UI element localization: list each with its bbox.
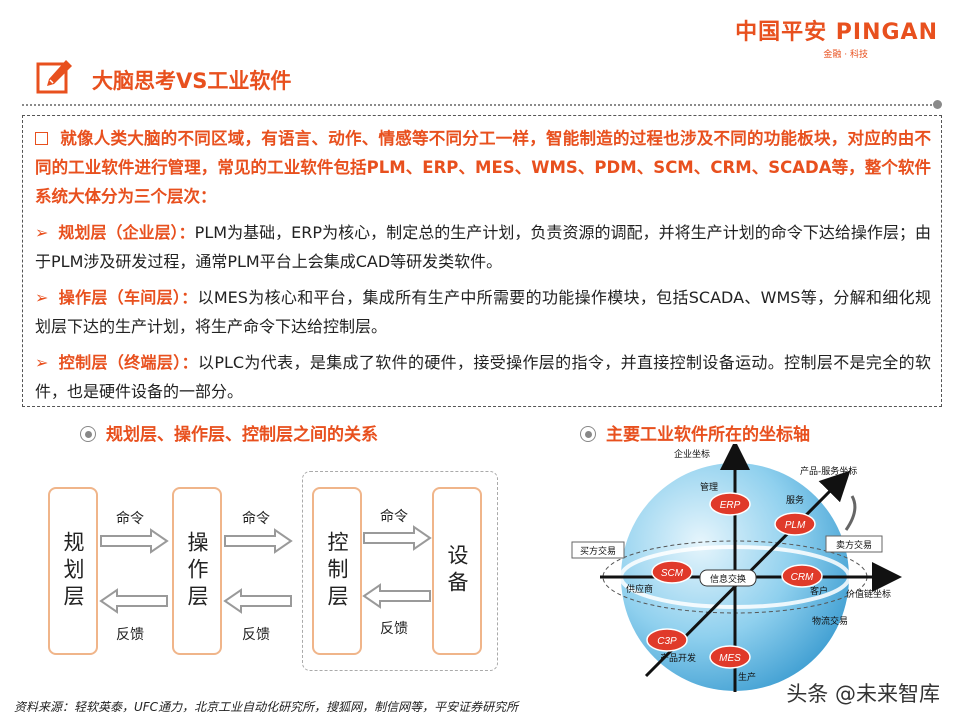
seller-trade-label: 卖方交易 bbox=[836, 539, 872, 551]
command-label: 命令 bbox=[116, 511, 144, 527]
arrow-bullet-icon: ➢ bbox=[35, 288, 49, 307]
control-device-group bbox=[302, 471, 498, 671]
feedback-label: 反馈 bbox=[242, 627, 270, 643]
command-arrow-icon bbox=[224, 529, 292, 553]
svg-text:ERP: ERP bbox=[720, 500, 741, 511]
brand-logo: 中国平安 PINGAN 金融 · 科技 bbox=[735, 14, 938, 60]
circle-bullet-icon bbox=[580, 426, 596, 442]
layer-name: 规划层（企业层）： bbox=[58, 223, 195, 242]
box-label: 规划层 bbox=[61, 530, 85, 612]
edit-note-icon bbox=[36, 60, 72, 94]
production-label: 生产 bbox=[738, 671, 756, 683]
box-label: 操作层 bbox=[185, 530, 209, 612]
box-label: 控制层 bbox=[325, 530, 349, 612]
watermark: 头条 @未来智库 bbox=[786, 682, 940, 706]
customer-label: 客户 bbox=[810, 585, 828, 597]
layer-desc: 以PLC为代表，是集成了软件的硬件，接受操作层的指令，并直接控制设备运动。控制层… bbox=[35, 353, 931, 401]
right-section-title: 主要工业软件所在的坐标轴 bbox=[606, 425, 810, 445]
circle-bullet-icon bbox=[80, 426, 96, 442]
arrow-bullet-icon: ➢ bbox=[35, 223, 49, 242]
info-exchange-node bbox=[699, 569, 757, 587]
intro-paragraph: 就像人类大脑的不同区域，有语言、动作、情感等不同分工一样，智能制造的过程也涉及不… bbox=[35, 124, 931, 211]
svg-text:MES: MES bbox=[719, 653, 741, 664]
seller-trade-box bbox=[825, 535, 883, 553]
command-arrow-icon bbox=[100, 529, 168, 553]
feedback-arrow-icon bbox=[100, 589, 168, 613]
right-section-heading: 主要工业软件所在的坐标轴 bbox=[580, 420, 810, 445]
product-dev-label: 产品开发 bbox=[660, 652, 696, 664]
logistics-trade-label: 物流交易 bbox=[812, 615, 848, 627]
layer-name: 操作层（车间层）： bbox=[58, 288, 198, 307]
command-label: 命令 bbox=[380, 509, 408, 525]
buyer-trade-label: 买方交易 bbox=[580, 545, 616, 557]
node-PLM: PLM bbox=[774, 512, 816, 536]
buyer-trade-box bbox=[571, 541, 625, 559]
layer-name: 控制层（终端层）： bbox=[58, 353, 198, 372]
command-label: 命令 bbox=[242, 511, 270, 527]
svg-text:PLM: PLM bbox=[785, 520, 806, 531]
info-exchange-label: 信息交换 bbox=[710, 573, 746, 585]
logo-text: 中国平安 PINGAN bbox=[735, 20, 938, 45]
value-chain-axis-label: 价值链坐标 bbox=[846, 588, 891, 600]
svg-text:CRM: CRM bbox=[791, 572, 814, 583]
content-box: 就像人类大脑的不同区域，有语言、动作、情感等不同分工一样，智能制造的过程也涉及不… bbox=[22, 115, 942, 407]
node-CRM: CRM bbox=[781, 564, 823, 588]
feedback-arrow-icon bbox=[363, 584, 431, 608]
feedback-label: 反馈 bbox=[380, 621, 408, 637]
enterprise-axis-label: 企业坐标 bbox=[674, 448, 710, 460]
feedback-arrow-icon bbox=[224, 589, 292, 613]
box-label: 设备 bbox=[445, 544, 469, 598]
layer-item-operation: ➢ 操作层（车间层）：以MES为核心和平台，集成所有生产中所需要的功能操作模块，包… bbox=[35, 283, 931, 341]
left-section-title: 规划层、操作层、控制层之间的关系 bbox=[106, 425, 378, 445]
management-label: 管理 bbox=[700, 481, 718, 493]
left-section-heading: 规划层、操作层、控制层之间的关系 bbox=[80, 420, 378, 445]
device-box: 设备 bbox=[432, 487, 482, 655]
intro-text: 就像人类大脑的不同区域，有语言、动作、情感等不同分工一样，智能制造的过程也涉及不… bbox=[35, 129, 931, 206]
square-bullet-icon bbox=[35, 132, 48, 145]
supplier-label: 供应商 bbox=[626, 583, 653, 595]
svg-text:SCM: SCM bbox=[661, 568, 684, 579]
logo-subtext: 金融 · 科技 bbox=[823, 50, 868, 60]
divider-dot bbox=[933, 100, 942, 109]
service-label: 服务 bbox=[786, 494, 804, 506]
page-title: 大脑思考VS工业软件 bbox=[92, 69, 292, 93]
node-MES: MES bbox=[709, 645, 751, 669]
flow-arrows bbox=[100, 526, 431, 613]
operation-layer-box: 操作层 bbox=[172, 487, 222, 655]
node-SCM: SCM bbox=[651, 560, 693, 584]
title-divider bbox=[22, 104, 940, 106]
product-service-axis-label: 产品-服务坐标 bbox=[800, 465, 857, 477]
control-layer-box: 控制层 bbox=[312, 487, 362, 655]
svg-text:C3P: C3P bbox=[657, 636, 677, 647]
arrow-bullet-icon: ➢ bbox=[35, 353, 49, 372]
layer-desc: PLM为基础，ERP为核心，制定总的生产计划，负责资源的调配，并将生产计划的命令… bbox=[35, 223, 931, 271]
layer-desc: 以MES为核心和平台，集成所有生产中所需要的功能操作模块，包括SCADA、WMS… bbox=[35, 288, 931, 336]
feedback-label: 反馈 bbox=[116, 627, 144, 643]
software-axis-globe: ERP PLM SCM CRM C3P MES 信息交换 买方交易 卖方交易 企… bbox=[571, 444, 902, 692]
command-arrow-icon bbox=[363, 526, 431, 550]
node-ERP: ERP bbox=[709, 492, 751, 516]
node-C3P: C3P bbox=[646, 628, 688, 652]
layer-item-control: ➢ 控制层（终端层）：以PLC为代表，是集成了软件的硬件，接受操作层的指令，并直接… bbox=[35, 348, 931, 406]
layer-item-planning: ➢ 规划层（企业层）：PLM为基础，ERP为核心，制定总的生产计划，负责资源的调配… bbox=[35, 218, 931, 276]
source-note: 资料来源：轻软英泰，UFC通力，北京工业自动化研究所，搜狐网，制信网等，平安证券… bbox=[14, 700, 519, 714]
planning-layer-box: 规划层 bbox=[48, 487, 98, 655]
